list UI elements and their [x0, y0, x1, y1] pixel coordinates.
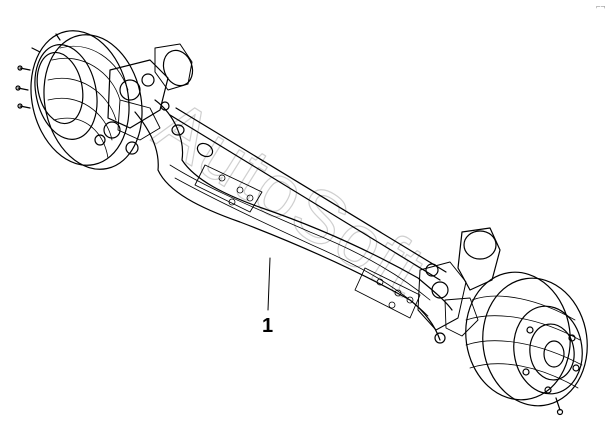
tie-rod	[169, 107, 447, 281]
right-wheel-studs	[522, 326, 580, 416]
callout-label: 1	[262, 315, 274, 337]
callout-leader	[267, 257, 271, 311]
left-wheel-studs	[15, 33, 61, 109]
axle-beam	[134, 99, 453, 341]
right-knuckle-assembly	[417, 227, 501, 344]
right-brake-drum	[465, 271, 588, 416]
left-knuckle-assembly	[94, 43, 194, 155]
corner-mark: ⌐¬	[596, 2, 606, 11]
